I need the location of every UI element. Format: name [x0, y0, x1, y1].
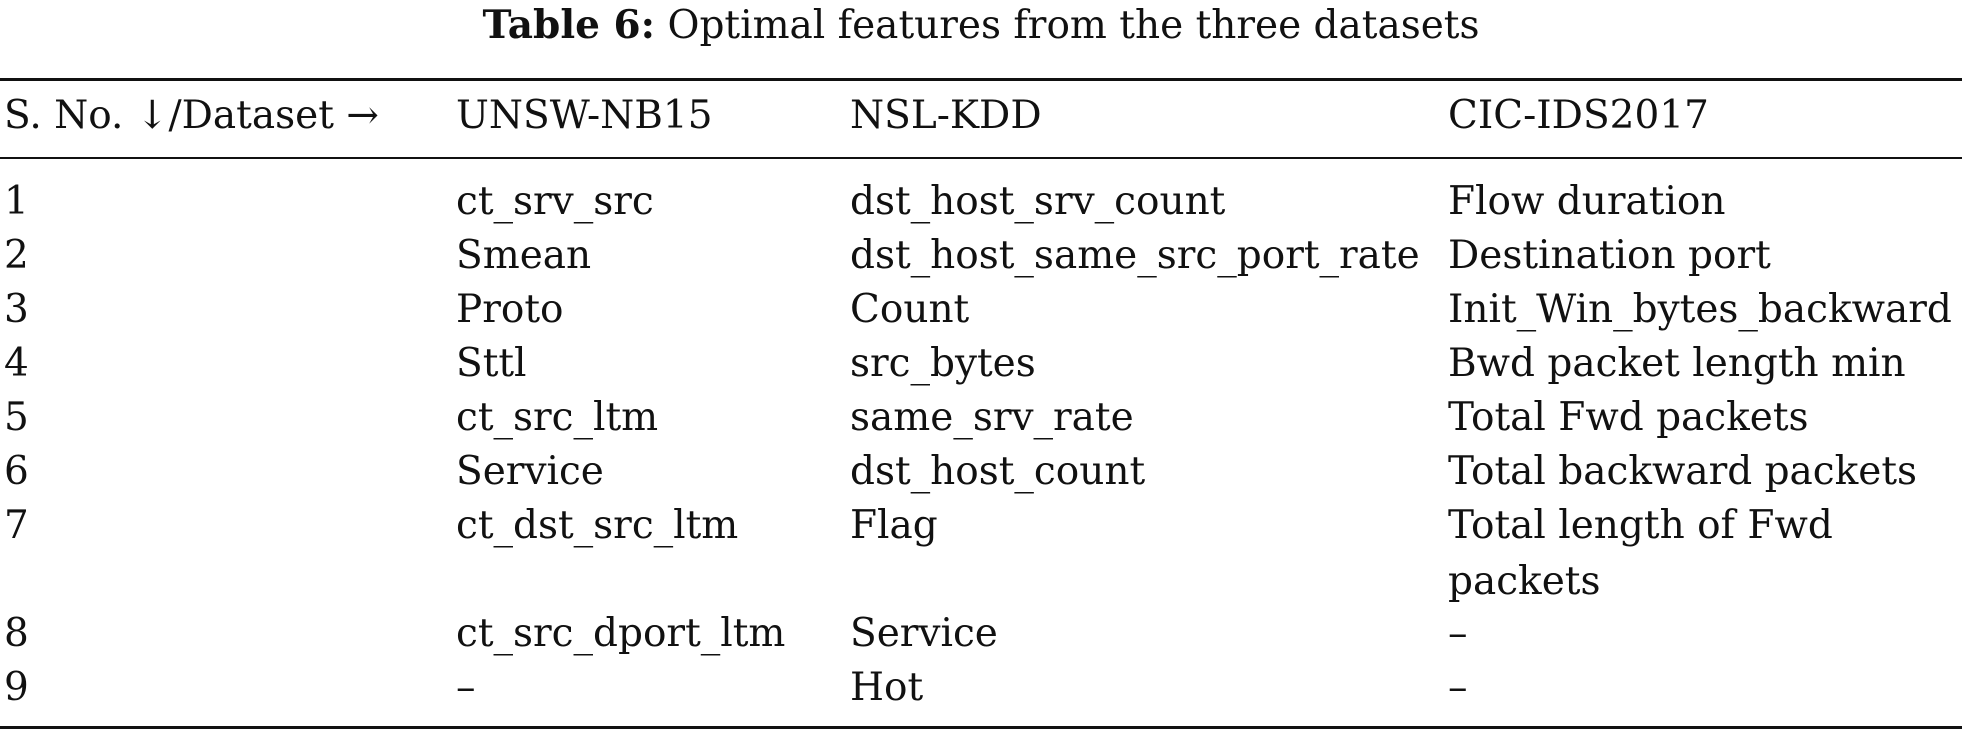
caption-label: Table 6:: [482, 2, 656, 48]
table-cell-unsw: ct_src_dport_ltm: [456, 611, 786, 656]
table-cell-nsl: same_srv_rate: [850, 395, 1134, 440]
table-cell-nsl: dst_host_same_src_port_rate: [850, 233, 1420, 278]
header-rule: [0, 157, 1962, 159]
table-cell-nsl: Service: [850, 611, 998, 656]
table-cell-unsw: ct_src_ltm: [456, 395, 659, 440]
table-cell-unsw: ct_srv_src: [456, 179, 654, 224]
table-cell-serial: 8: [4, 611, 29, 656]
table-cell-cic: Flow duration: [1448, 179, 1726, 224]
table-cell-cic: Destination port: [1448, 233, 1771, 278]
table-cell-unsw: –: [456, 665, 476, 710]
table-cell-unsw: ct_dst_src_ltm: [456, 503, 739, 548]
table-cell-nsl: dst_host_count: [850, 449, 1146, 494]
header-serial-number: S. No. ↓/Dataset →: [4, 93, 379, 138]
table-cell-serial: 3: [4, 287, 29, 332]
table-cell-serial: 7: [4, 503, 29, 548]
table-cell-nsl: Flag: [850, 503, 938, 548]
table-cell-serial: 9: [4, 665, 29, 710]
table-caption: Table 6: Optimal features from the three…: [0, 0, 1962, 58]
table-cell-nsl: src_bytes: [850, 341, 1036, 386]
table-cell-serial: 2: [4, 233, 29, 278]
header-nsl-kdd: NSL-KDD: [850, 93, 1042, 138]
table-cell-nsl: dst_host_srv_count: [850, 179, 1226, 224]
table-cell-serial: 4: [4, 341, 29, 386]
table-cell-unsw: Service: [456, 449, 604, 494]
caption-text: Optimal features from the three datasets: [667, 3, 1480, 48]
table-cell-nsl: Count: [850, 287, 970, 332]
table-cell-cic: Bwd packet length min: [1448, 341, 1906, 386]
table-cell-serial: 5: [4, 395, 29, 440]
table-cell-cic: Total length of Fwd packets: [1448, 503, 1833, 604]
table-cell-unsw: Smean: [456, 233, 592, 278]
table-cell-serial: 6: [4, 449, 29, 494]
table-cell-serial: 1: [4, 179, 29, 224]
header-unsw-nb15: UNSW-NB15: [456, 93, 713, 138]
table-cell-cic: Init_Win_bytes_backward: [1448, 287, 1952, 332]
top-rule: [0, 78, 1962, 81]
bottom-rule: [0, 726, 1962, 729]
table-cell-unsw: Sttl: [456, 341, 527, 386]
table-cell-cic: –: [1448, 611, 1468, 656]
table-cell-cic: Total backward packets: [1448, 449, 1918, 494]
table-cell-nsl: Hot: [850, 665, 924, 710]
table-cell-cic: Total Fwd packets: [1448, 395, 1809, 440]
header-cic-ids2017: CIC-IDS2017: [1448, 93, 1709, 138]
table-cell-unsw: Proto: [456, 287, 564, 332]
table-cell-cic: –: [1448, 665, 1468, 710]
